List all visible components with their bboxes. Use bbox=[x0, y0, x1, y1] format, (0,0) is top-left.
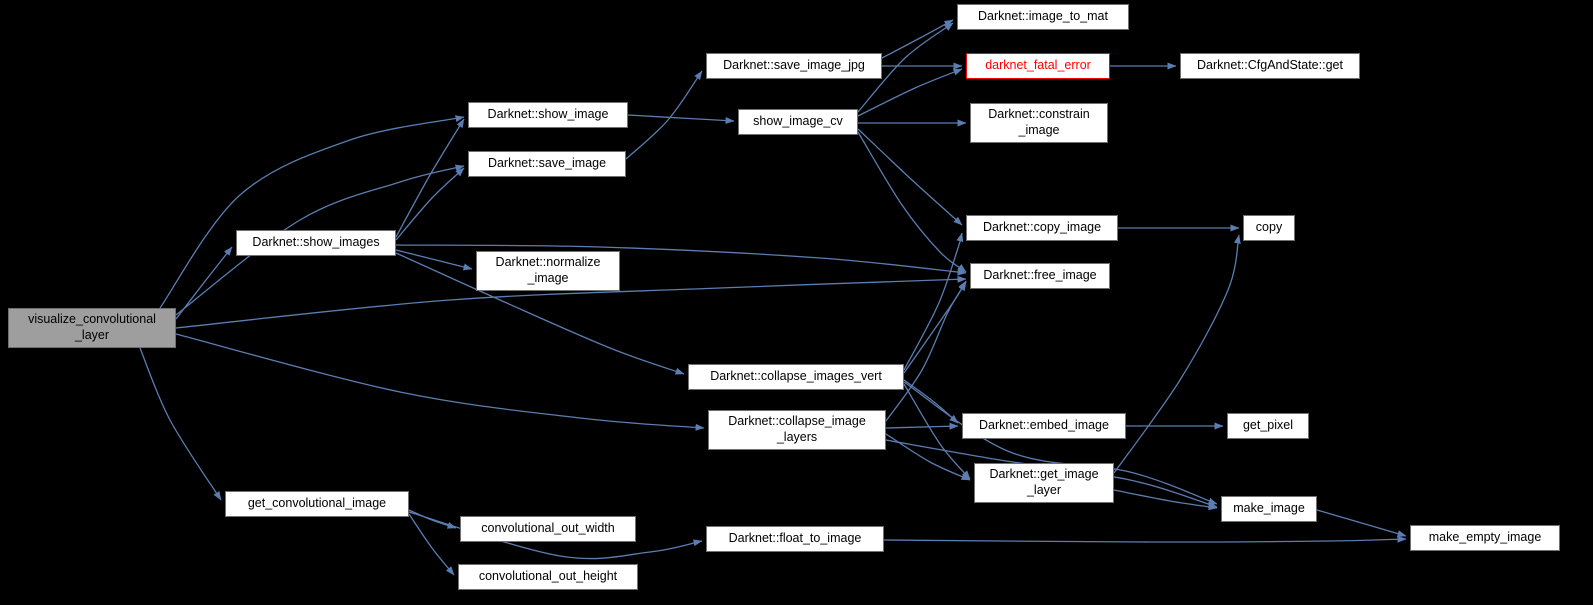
node-make_empty_image[interactable]: make_empty_image bbox=[1410, 525, 1560, 551]
node-label: get_convolutional_image bbox=[247, 496, 387, 511]
node-label: Darknet::save_image_jpg bbox=[723, 58, 865, 73]
node-normalize_image[interactable]: Darknet::normalize_image bbox=[476, 251, 620, 291]
node-label: Darknet::embed_image bbox=[979, 418, 1109, 433]
edge-make_image-to-make_empty_image bbox=[1316, 509, 1407, 537]
node-label: visualize_convolutional bbox=[28, 312, 156, 327]
node-label: Darknet::collapse_images_vert bbox=[710, 369, 882, 384]
edge-collapse_image_layers-to-get_image_layer bbox=[885, 433, 971, 481]
node-convolutional_out_height[interactable]: convolutional_out_height bbox=[458, 564, 638, 590]
node-label: darknet_fatal_error bbox=[985, 58, 1091, 73]
edge-collapse_images_vert-to-copy_image bbox=[903, 232, 964, 371]
edge-get_convolutional_image-to-convolutional_out_width bbox=[408, 509, 457, 529]
edge-collapse_images_vert-to-get_image_layer bbox=[903, 383, 971, 480]
edge-visualize-to-free_image bbox=[175, 275, 967, 329]
node-darknet_fatal_error[interactable]: darknet_fatal_error bbox=[966, 53, 1110, 79]
node-label: Darknet::constrain bbox=[988, 107, 1090, 122]
edge-collapse_image_layers-to-free_image bbox=[885, 281, 967, 422]
node-float_to_image[interactable]: Darknet::float_to_image bbox=[706, 526, 884, 552]
node-label: _layer bbox=[1026, 483, 1062, 497]
node-label: Darknet::show_images bbox=[252, 235, 380, 250]
node-free_image[interactable]: Darknet::free_image bbox=[970, 263, 1110, 289]
node-label: make_empty_image bbox=[1428, 530, 1542, 545]
node-constrain_image[interactable]: Darknet::constrain_image bbox=[970, 103, 1108, 143]
node-label: Darknet::image_to_mat bbox=[978, 9, 1108, 24]
node-label: Darknet::normalize bbox=[495, 255, 601, 270]
node-image_to_mat[interactable]: Darknet::image_to_mat bbox=[957, 4, 1129, 30]
edge-show_images-to-free_image bbox=[395, 244, 967, 276]
node-cfgandstate_get[interactable]: Darknet::CfgAndState::get bbox=[1180, 53, 1360, 79]
edge-show_images-to-save_image bbox=[395, 167, 465, 241]
node-get_pixel[interactable]: get_pixel bbox=[1227, 413, 1309, 439]
node-copy[interactable]: copy bbox=[1243, 215, 1295, 241]
edge-save_image_jpg-to-image_to_mat bbox=[881, 19, 954, 59]
node-copy_image[interactable]: Darknet::copy_image bbox=[966, 215, 1118, 241]
node-get_convolutional_image[interactable]: get_convolutional_image bbox=[225, 491, 409, 517]
node-label: make_image bbox=[1233, 501, 1305, 516]
node-show_images[interactable]: Darknet::show_images bbox=[236, 230, 396, 256]
node-get_image_layer[interactable]: Darknet::get_image_layer bbox=[974, 463, 1114, 503]
edge-show_image_cv-to-free_image bbox=[857, 131, 967, 273]
node-label: Darknet::save_image bbox=[487, 156, 607, 171]
node-label: Darknet::collapse_image bbox=[728, 414, 866, 429]
node-label: Darknet::free_image bbox=[983, 268, 1097, 283]
edge-save_image-to-save_image_jpg bbox=[625, 70, 703, 160]
node-show_image_cv[interactable]: show_image_cv bbox=[738, 109, 858, 135]
node-label: _image bbox=[527, 271, 569, 285]
node-label: _image bbox=[1018, 123, 1060, 137]
node-label: _layers bbox=[776, 430, 818, 444]
node-embed_image[interactable]: Darknet::embed_image bbox=[962, 413, 1126, 439]
node-make_image[interactable]: make_image bbox=[1221, 496, 1317, 522]
node-label: get_pixel bbox=[1242, 418, 1294, 433]
edge-get_image_layer-to-copy bbox=[1113, 234, 1241, 474]
node-save_image[interactable]: Darknet::save_image bbox=[468, 151, 626, 177]
node-label: convolutional_out_width bbox=[481, 521, 615, 536]
edge-show_images-to-show_image bbox=[395, 118, 465, 238]
edge-visualize-to-get_convolutional_image bbox=[139, 347, 222, 501]
edge-float_to_image-to-make_empty_image bbox=[883, 535, 1407, 543]
node-label: Darknet::copy_image bbox=[982, 220, 1102, 235]
node-label: convolutional_out_height bbox=[478, 569, 618, 584]
node-label: Darknet::float_to_image bbox=[728, 531, 862, 546]
node-show_image[interactable]: Darknet::show_image bbox=[468, 102, 628, 128]
edge-show_images-to-normalize_image bbox=[395, 249, 473, 271]
edge-visualize-to-show_image bbox=[159, 115, 465, 309]
node-collapse_images_vert[interactable]: Darknet::collapse_images_vert bbox=[688, 364, 904, 390]
edge-show_image-to-show_image_cv bbox=[627, 114, 735, 125]
node-save_image_jpg[interactable]: Darknet::save_image_jpg bbox=[706, 53, 882, 79]
edge-visualize-to-collapse_image_layers bbox=[175, 333, 705, 431]
node-collapse_image_layers[interactable]: Darknet::collapse_image_layers bbox=[708, 410, 886, 450]
node-label: show_image_cv bbox=[753, 114, 843, 129]
node-label: Darknet::get_image bbox=[989, 467, 1099, 482]
edge-get_image_layer-to-make_image bbox=[1113, 489, 1218, 511]
node-label: Darknet::CfgAndState::get bbox=[1197, 58, 1343, 73]
node-convolutional_out_width[interactable]: convolutional_out_width bbox=[460, 516, 636, 542]
edge-show_images-to-collapse_images_vert bbox=[395, 252, 685, 375]
node-visualize[interactable]: visualize_convolutional_layer bbox=[8, 308, 176, 348]
node-label: _layer bbox=[74, 328, 110, 342]
edge-show_image_cv-to-darknet_fatal_error bbox=[857, 68, 963, 117]
edge-get_convolutional_image-to-convolutional_out_height bbox=[408, 513, 455, 576]
edge-show_image_cv-to-image_to_mat bbox=[857, 22, 954, 113]
node-label: copy bbox=[1255, 220, 1283, 235]
edge-show_image_cv-to-copy_image bbox=[857, 128, 963, 226]
edge-collapse_images_vert-to-free_image bbox=[903, 280, 967, 374]
edge-collapse_image_layers-to-embed_image bbox=[885, 422, 959, 430]
node-label: Darknet::show_image bbox=[487, 107, 609, 122]
